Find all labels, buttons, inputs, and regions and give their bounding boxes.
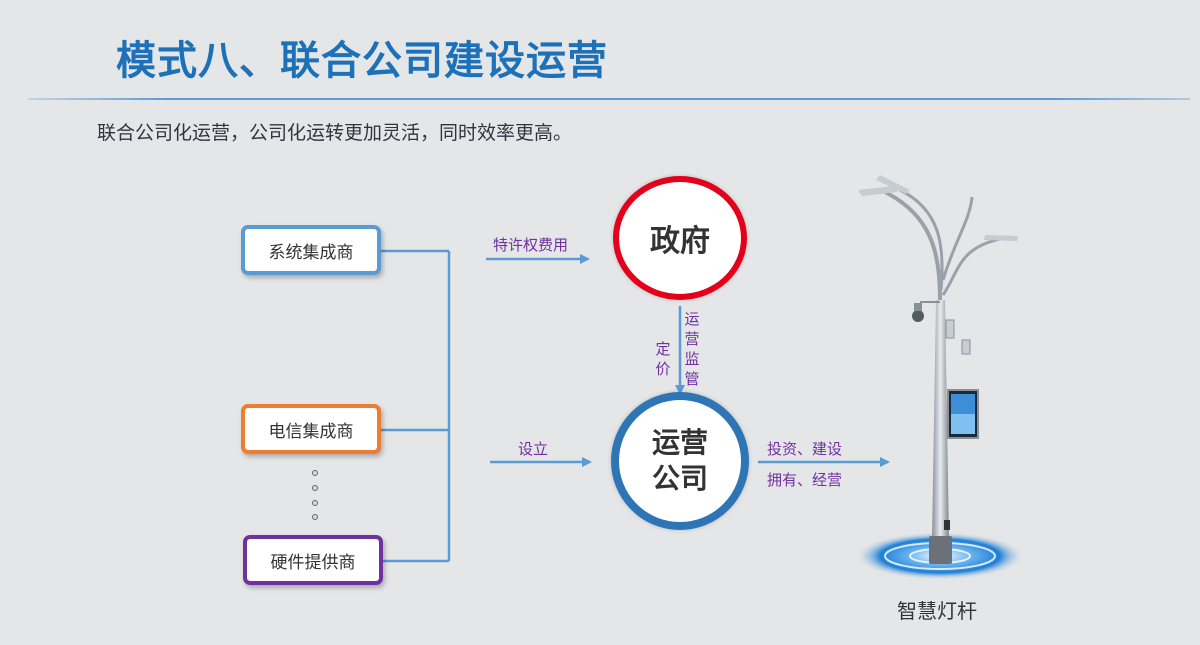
own-operate-label: 拥有、经营 (767, 471, 843, 489)
pricing-label: 定价 (655, 340, 671, 378)
lamp-pole (932, 300, 949, 540)
system-integrator-box: 系统集成商 (241, 225, 381, 275)
hardware-provider-box: 硬件提供商 (243, 535, 383, 585)
title-divider (28, 98, 1190, 100)
operating-company-label-line2: 公司 (651, 462, 708, 495)
operating-company-label-line1: 运营 (651, 426, 708, 459)
establish-label: 设立 (518, 440, 549, 458)
ellipsis-dot (312, 514, 318, 520)
lamp-head (858, 186, 898, 196)
franchise-fee-label: 特许权费用 (493, 236, 569, 254)
page-title: 模式八、联合公司建设运营 (116, 38, 608, 84)
ellipsis-dot (312, 485, 318, 491)
camera-icon (912, 310, 924, 322)
ellipsis-dot (312, 500, 318, 506)
government-label: 政府 (650, 224, 710, 259)
invest-build-label: 投资、建设 (767, 440, 843, 458)
supervision-label: 运营监管 (684, 310, 700, 388)
government-node: 政府 (613, 176, 747, 300)
page-subtitle: 联合公司化运营，公司化运转更加灵活，同时效率更高。 (97, 122, 573, 144)
operating-company-node: 运营 公司 (611, 392, 749, 530)
telecom-integrator-box: 电信集成商 (241, 404, 381, 454)
ellipsis-dot (312, 470, 318, 476)
smart-lamp-caption: 智慧灯杆 (897, 599, 977, 623)
